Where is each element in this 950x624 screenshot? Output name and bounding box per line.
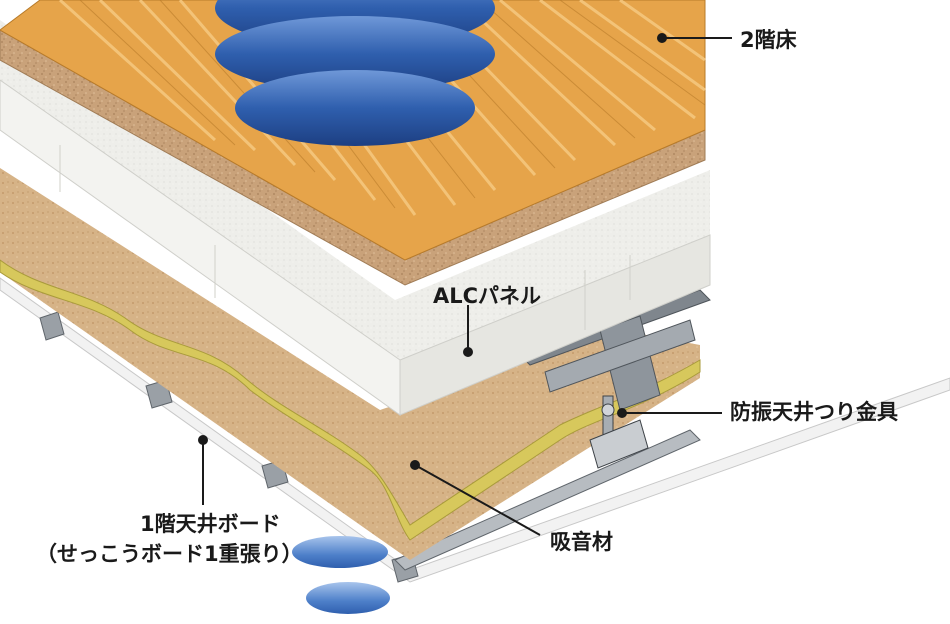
- label-alc-panel: ALCパネル: [433, 284, 542, 308]
- label-floor-2f: 2階床: [740, 28, 797, 52]
- hanger-bracket: [589, 395, 649, 469]
- leader-lines: [198, 33, 732, 536]
- steel-beam: [519, 289, 711, 411]
- label-ceiling-1f-detail: （せっこうボード1重張り）: [36, 542, 303, 566]
- label-ceiling-1f: 1階天井ボード: [140, 512, 281, 536]
- label-anti-vibration-hanger: 防振天井つり金具: [730, 400, 898, 424]
- glass-wool-edge: [0, 259, 701, 541]
- ceiling-board-1f: [0, 277, 950, 583]
- sound-wave-icon: [215, 0, 495, 146]
- alc-panel: [0, 20, 711, 416]
- sound-wave-icon: [292, 536, 390, 614]
- label-sound-absorber: 吸音材: [550, 530, 613, 554]
- ceiling-channels: [39, 311, 701, 583]
